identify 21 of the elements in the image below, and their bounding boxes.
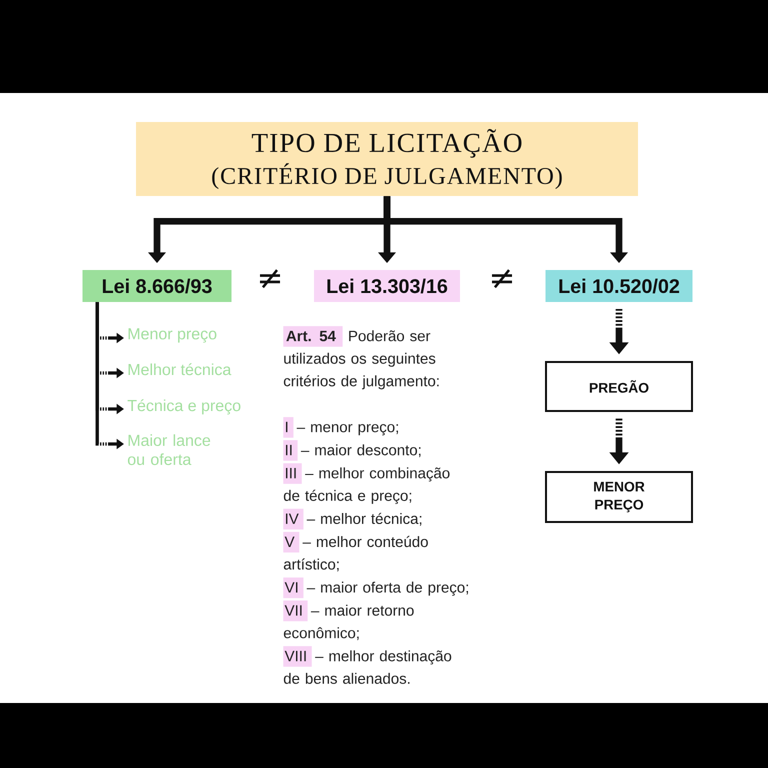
heading-box: TIPO DE LICITAÇÃO (CRITÉRIO DE JULGAMENTO) (136, 122, 638, 196)
not-equal-sign: ≠ (260, 269, 280, 288)
law-box: Lei 13.303/16 (314, 270, 460, 302)
process-box: MENOR PREÇO (545, 471, 693, 523)
list-item: III – melhor combinação de técnica e preço; (283, 463, 450, 504)
list-item: II – maior desconto; (283, 440, 420, 461)
law-box: Lei 10.520/02 (546, 270, 692, 302)
not-equal-sign: ≠ (492, 269, 512, 288)
process-box: PREGÃO (545, 361, 693, 412)
list-item: VII – maior retorno econômico; (283, 600, 414, 640)
paragraph-text: Art. 54 Poderão ser utilizados os seguintes critérios de julgamento: (283, 326, 439, 390)
list-item: VIII – melhor destinação de bens alienados. (283, 646, 452, 684)
criterion-text: Técnica e preço (128, 399, 240, 414)
list-item: VI – maior oferta de preço; (283, 577, 468, 598)
law-box: Lei 8.666/93 (82, 270, 232, 302)
list-item: V – melhor conteúdo artístico; (283, 532, 428, 572)
criterion-text: Maior lance ou oferta (128, 434, 210, 466)
list-item: IV – melhor técnica; (283, 508, 422, 530)
criterion-text: Melhor técnica (128, 363, 232, 376)
criterion-text: Menor preço (128, 328, 216, 343)
list-item: I – menor preço; (283, 417, 398, 438)
